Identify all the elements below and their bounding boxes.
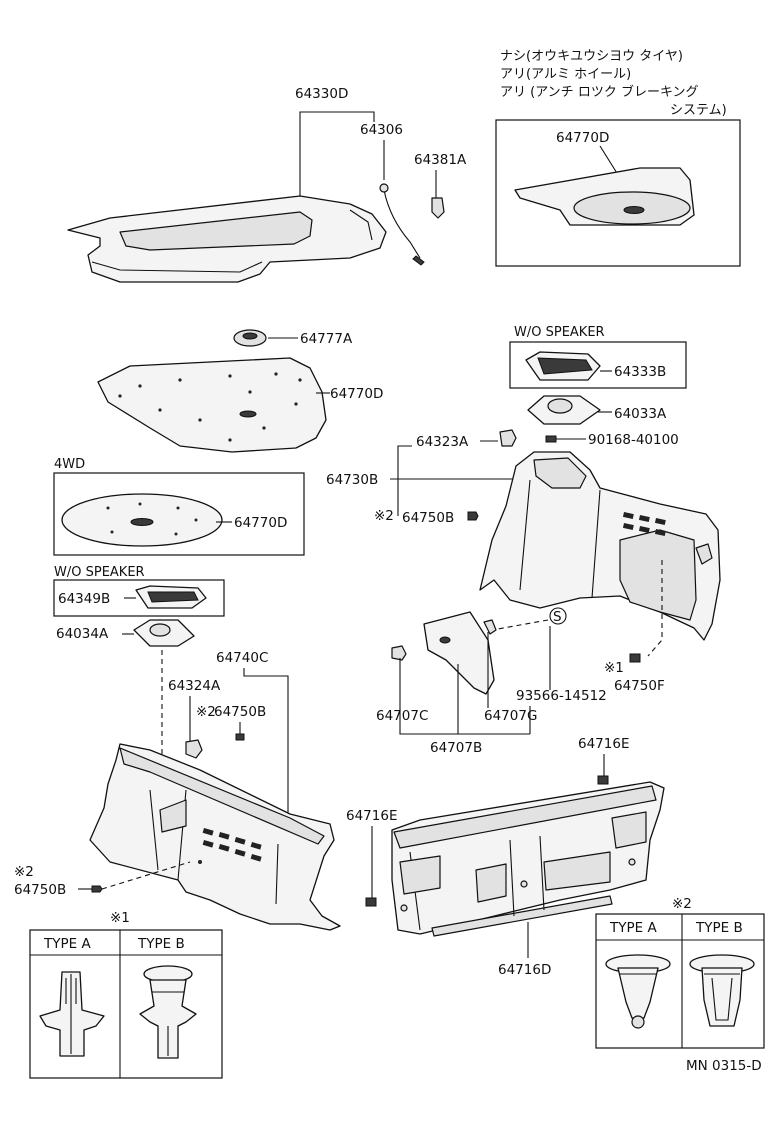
label-64770D-4wd: 64770D <box>234 515 287 531</box>
legend2-type-b: TYPE B <box>695 920 743 936</box>
leader-64330D <box>299 111 375 196</box>
note-line-4: システム) <box>670 103 727 118</box>
label-64750F: 64750F <box>614 678 665 694</box>
label-64716E-left: 64716E <box>346 808 397 824</box>
speaker-cover-right-part <box>525 351 601 381</box>
spare-cover-top-part <box>514 167 695 226</box>
legend1-title: ※1 <box>110 910 130 926</box>
right-quarter-trim-part <box>479 451 721 641</box>
label-64034A: 64034A <box>56 626 109 642</box>
mark-note2-right: ※2 <box>374 508 394 524</box>
label-64716D: 64716D <box>498 962 551 978</box>
mark-note1-right: ※1 <box>604 660 624 676</box>
label-64770D-mid: 64770D <box>330 386 383 402</box>
label-64324A: 64324A <box>168 678 221 694</box>
legend2-box <box>595 913 765 1049</box>
grommet-64777A-part <box>233 329 267 347</box>
clip-64716E-left-part <box>365 897 377 907</box>
clip-type-b-icon <box>139 965 197 1059</box>
legend1-box <box>29 929 223 1079</box>
label-64707G: 64707G <box>484 708 537 724</box>
label-64750B-right: 64750B <box>402 510 454 526</box>
label-64750B-left-mid: 64750B <box>214 704 266 720</box>
s-symbol-circle <box>549 607 567 625</box>
speaker-grille-left-part <box>133 619 195 647</box>
label-64730B: 64730B <box>326 472 378 488</box>
clip-type-a-icon <box>39 971 105 1057</box>
s-symbol: S <box>553 609 562 625</box>
dash-64750F <box>647 560 663 657</box>
note-line-1: ナシ(オウキユウシヨウ タイヤ) <box>500 49 683 64</box>
side-door-panel-part <box>423 611 495 695</box>
label-93566: 93566-14512 <box>516 688 607 704</box>
legend1-type-a: TYPE A <box>43 936 91 952</box>
note-box <box>495 119 741 267</box>
leader-64730B-vert <box>397 445 412 516</box>
label-64740C: 64740C <box>216 650 268 666</box>
label-90168: 90168-40100 <box>588 432 679 448</box>
dash-s-symbol <box>491 619 549 631</box>
label-64777A: 64777A <box>300 331 353 347</box>
mark-note2-left-mid: ※2 <box>196 704 216 720</box>
label-64323A: 64323A <box>416 434 469 450</box>
legend1-type-b: TYPE B <box>137 936 185 952</box>
group-wo-speaker-left-title: W/O SPEAKER <box>54 565 145 580</box>
tray-rod-part <box>379 183 425 266</box>
clip2-type-a-icon <box>605 954 671 1029</box>
label-64381A: 64381A <box>414 152 467 168</box>
clip-64381A-part <box>431 197 445 219</box>
label-64349B: 64349B <box>58 591 110 607</box>
speaker-grille-right-part <box>527 395 601 425</box>
label-64333B: 64333B <box>614 364 666 380</box>
clip-64750B-right-part <box>467 511 479 521</box>
screw-90168-part <box>545 435 557 443</box>
leader-64740C <box>243 668 289 814</box>
clip2-type-b-icon <box>689 954 755 1027</box>
legend2-type-a: TYPE A <box>609 920 657 936</box>
spare-cover-mid-part <box>97 357 327 453</box>
label-64770D-top: 64770D <box>556 130 609 146</box>
clip-64716E-top-part <box>597 775 609 785</box>
group-wo-speaker-right-box <box>509 341 687 389</box>
knob-64707G-part <box>483 619 497 635</box>
spare-cover-4wd-part <box>61 493 223 547</box>
label-64750B-left-low: 64750B <box>14 882 66 898</box>
rear-panel-trim-part <box>391 781 665 937</box>
label-64716E-top: 64716E <box>578 736 629 752</box>
label-64306: 64306 <box>360 122 403 138</box>
label-64330D: 64330D <box>295 86 348 102</box>
package-tray-trim-part <box>67 195 387 283</box>
applicability-note: ナシ(オウキユウシヨウ タイヤ) アリ(アルミ ホイール) アリ (アンチ ロツ… <box>500 49 727 118</box>
group-wo-speaker-right-title: W/O SPEAKER <box>514 325 605 340</box>
group-wo-speaker-left-box <box>53 579 225 617</box>
clip-64750F-part <box>629 653 641 663</box>
legend2-title: ※2 <box>672 896 692 912</box>
dash-clip-left-low <box>101 861 191 890</box>
group-4wd-title: 4WD <box>54 457 85 472</box>
group-4wd-box <box>53 472 305 556</box>
left-quarter-trim-part <box>89 733 341 931</box>
clip-64707C-part <box>391 645 407 661</box>
label-64033A: 64033A <box>614 406 667 422</box>
clip-64750B-left-low-part <box>91 885 103 893</box>
mark-note2-left-low: ※2 <box>14 864 34 880</box>
leader-64707C-group <box>399 658 530 735</box>
note-line-3: アリ (アンチ ロツク ブレーキング <box>500 84 699 100</box>
speaker-cover-left-part <box>135 585 207 609</box>
label-64707C: 64707C <box>376 708 428 724</box>
note-line-2: アリ(アルミ ホイール) <box>500 67 631 82</box>
diagram-code: MN 0315-D <box>686 1058 762 1074</box>
label-64707B: 64707B <box>430 740 482 756</box>
clip-64323A-part <box>499 429 517 447</box>
